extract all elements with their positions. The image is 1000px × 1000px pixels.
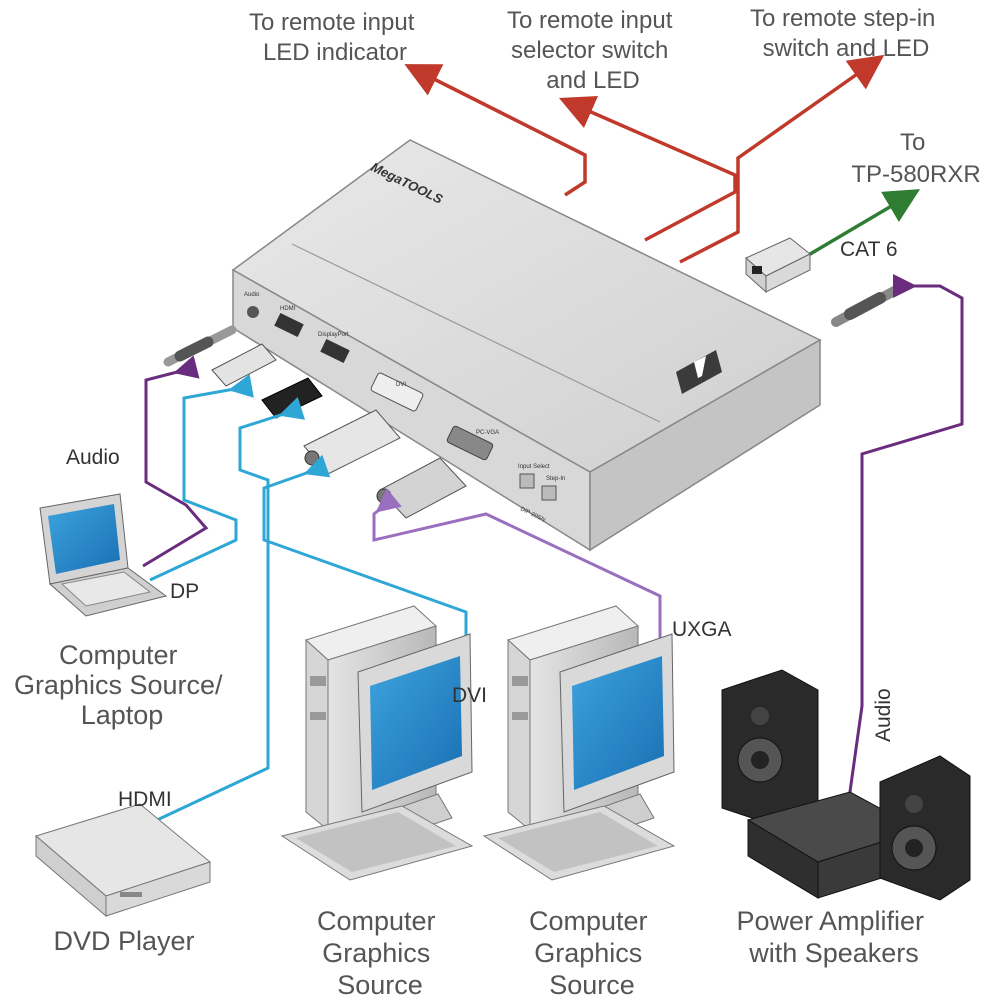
- label-laptop: Computer Graphics Source/ Laptop: [14, 640, 230, 730]
- label-amplifier: Power Amplifier with Speakers: [736, 906, 931, 968]
- remote-cables: [404, 54, 921, 264]
- dvi-port-label: DVI: [396, 382, 406, 388]
- label-dvd: DVD Player: [53, 926, 194, 956]
- cable-labels: CAT 6 Audio DP HDMI DVI UXGA Audio: [66, 238, 898, 811]
- rj45-coupler: [745, 237, 811, 294]
- audio-port-label: Audio: [244, 292, 260, 298]
- computer-2: [482, 605, 676, 881]
- kramer-badge-icon: [676, 350, 722, 394]
- input-select-label: Input Select: [518, 464, 550, 470]
- cable-audio-in: [142, 355, 209, 568]
- label-audio-out: Audio: [872, 688, 895, 742]
- step-in-label: Step-In: [546, 476, 565, 482]
- laptop: [39, 493, 168, 617]
- cable-dp: [149, 374, 254, 582]
- hdmi-port: [274, 313, 304, 337]
- label-led-indicator: To remote input LED indicator: [249, 9, 421, 66]
- signal-cables: [139, 274, 964, 830]
- step-in-button: [541, 485, 557, 501]
- amplifier-speakers: [721, 669, 971, 901]
- label-selector-switch: To remote input selector switch and LED: [507, 7, 679, 94]
- dvi-port: [370, 372, 424, 412]
- label-uxga: UXGA: [672, 618, 732, 641]
- label-pc2: Computer Graphics Source: [529, 906, 655, 1000]
- cable-dvi: [262, 454, 468, 664]
- label-pc1: Computer Graphics Source: [317, 906, 443, 1000]
- dvd-player: [34, 803, 212, 918]
- label-step-in: To remote step-in switch and LED: [750, 5, 942, 62]
- vga-port: [446, 425, 494, 461]
- displayport-port-label: DisplayPort: [318, 332, 349, 338]
- cable-led-indicator: [404, 64, 587, 197]
- displayport-port: [320, 339, 350, 363]
- vga-port-label: PC-VGA: [476, 430, 499, 436]
- audio-port: [247, 306, 259, 318]
- cable-audio-out: [846, 274, 964, 807]
- label-cat6: CAT 6: [840, 238, 898, 261]
- input-select-button: [519, 473, 535, 489]
- device-side: [589, 338, 821, 552]
- remote-labels: To remote input LED indicator To remote …: [249, 5, 981, 188]
- label-dp: DP: [170, 580, 199, 603]
- hdmi-port-label: HDMI: [280, 306, 296, 312]
- label-receiver: To TP-580RXR: [851, 129, 980, 188]
- cable-uxga: [372, 488, 662, 664]
- label-hdmi: HDMI: [118, 788, 172, 811]
- cable-step-in: [679, 54, 885, 264]
- cable-selector-switch: [558, 95, 737, 242]
- cable-cat6: [799, 189, 921, 262]
- label-dvi: DVI: [452, 684, 487, 707]
- audio-output-plug: [831, 283, 905, 327]
- cable-hdmi: [139, 396, 306, 830]
- label-audio-in: Audio: [66, 446, 120, 469]
- scaler-device: MegaTOOLS Audio HDMI DisplayPort DVI PC-…: [231, 139, 822, 552]
- computer-1: [280, 605, 474, 881]
- device-labels: Computer Graphics Source/ Laptop DVD Pla…: [14, 640, 931, 1000]
